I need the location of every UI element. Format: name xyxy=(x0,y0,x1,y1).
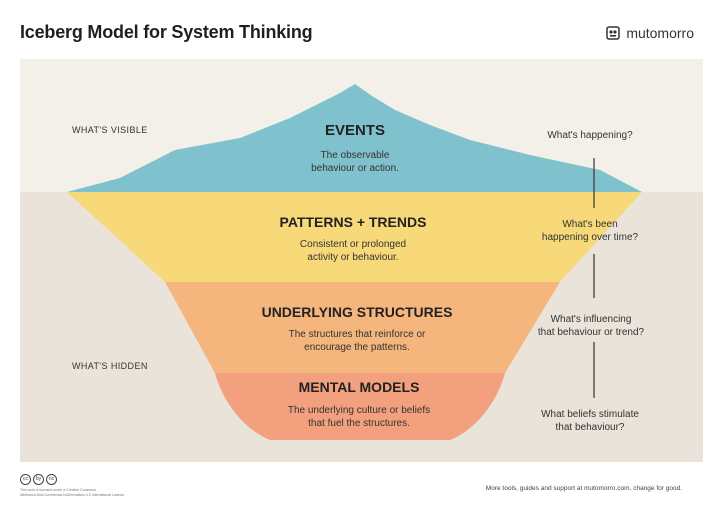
layer-patterns-title: PATTERNS + TRENDS xyxy=(279,214,427,230)
footer-link-text[interactable]: More tools, guides and support at mutomo… xyxy=(485,485,682,492)
brand-name: mutomorro xyxy=(626,25,694,41)
license-block[interactable]: cc by nc This work is licensed under a C… xyxy=(20,474,160,498)
hidden-label: WHAT'S HIDDEN xyxy=(72,361,148,371)
question-events: What's happening? xyxy=(547,130,633,141)
creative-commons-icon: cc xyxy=(20,474,31,485)
license-text: This work is licensed under a Creative C… xyxy=(20,488,126,497)
layer-mental-models-title: MENTAL MODELS xyxy=(298,379,420,395)
mutomorro-logo-icon xyxy=(606,26,621,40)
brand[interactable]: mutomorro xyxy=(606,25,694,41)
layer-events-shape xyxy=(67,84,642,192)
layer-patterns-shape xyxy=(67,192,642,282)
attribution-icon: by xyxy=(33,474,44,485)
layer-events-title: EVENTS xyxy=(324,122,386,139)
layer-mental-models-shape xyxy=(215,373,505,440)
visible-label: WHAT'S VISIBLE xyxy=(72,125,148,135)
layer-structures-shape xyxy=(165,282,560,373)
page-title: Iceberg Model for System Thinking xyxy=(20,22,313,42)
layer-structures-title: UNDERLYING STRUCTURES xyxy=(261,304,453,320)
noncommercial-icon: nc xyxy=(46,474,57,485)
